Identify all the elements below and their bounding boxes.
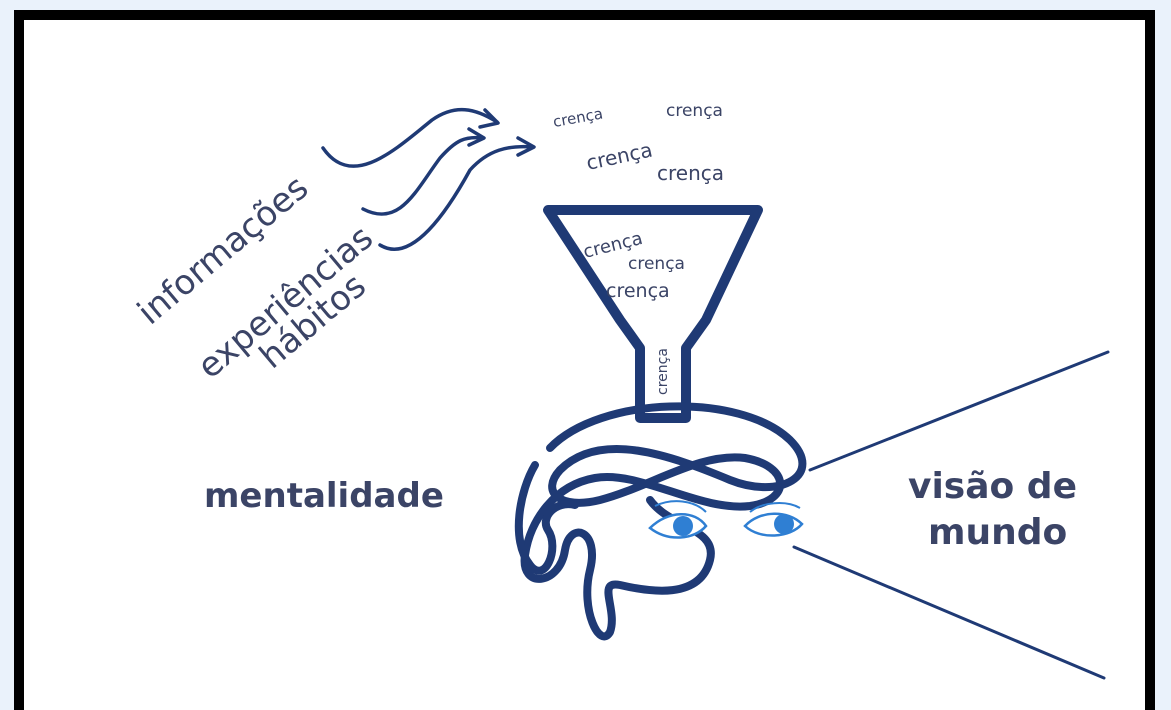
diagram: informações experiências hábitos crença …: [24, 20, 1155, 710]
mentality-label: mentalidade: [204, 476, 444, 516]
funnel-belief-label: crença: [606, 280, 670, 302]
belief-label: crença: [666, 101, 723, 121]
belief-label: crença: [552, 104, 605, 130]
spout-belief-label: crença: [655, 348, 671, 395]
belief-label: crença: [584, 137, 655, 174]
worldview-label-line1: visão de: [908, 466, 1077, 507]
belief-label: crença: [657, 161, 724, 185]
funnel-icon: crença crença crença crença: [548, 210, 758, 418]
diagram-frame: informações experiências hábitos crença …: [14, 10, 1155, 710]
worldview-label-line2: mundo: [928, 512, 1067, 553]
funnel-belief-label: crença: [628, 254, 685, 274]
